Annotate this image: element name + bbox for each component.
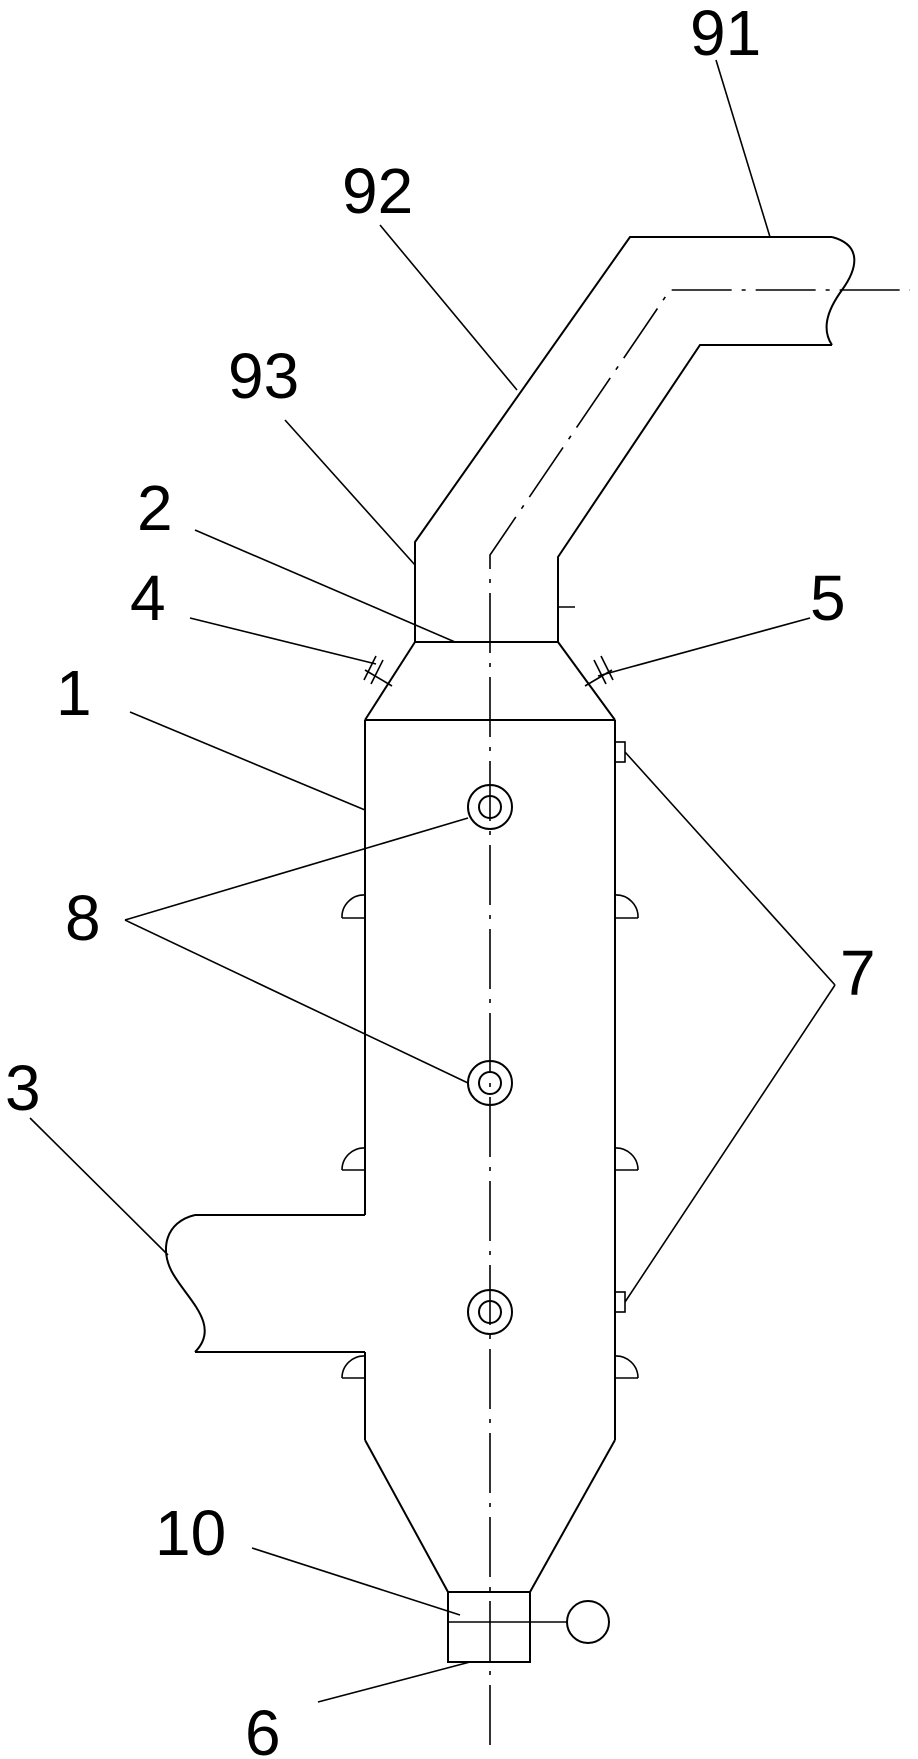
label-5: 5 [810,562,846,634]
labels: 91 92 93 2 4 5 1 8 7 3 10 6 [5,0,876,1759]
bottom-cone [364,1439,616,1593]
side-port-upper [614,741,626,763]
label-2: 2 [137,472,173,544]
side-port-lower [614,1291,626,1313]
label-92: 92 [342,155,413,227]
support-lugs [341,894,639,1379]
inlet-pipe [165,1214,365,1353]
sight-port-1 [467,784,513,830]
center-line [489,289,910,1745]
label-7: 7 [840,937,876,1009]
nozzle-4 [363,655,393,687]
outlet-pipe [414,236,856,642]
label-91: 91 [690,0,761,69]
nozzle-5 [584,655,614,687]
bottom-valve [447,1591,610,1663]
main-vessel [364,719,616,1440]
label-93: 93 [228,340,299,412]
label-4: 4 [130,562,166,634]
label-10: 10 [155,1497,226,1569]
label-6: 6 [245,1697,281,1759]
label-1: 1 [56,657,92,729]
label-8: 8 [65,882,101,954]
leader-lines [29,59,836,1703]
top-cone [364,641,616,721]
sight-port-3 [467,1289,513,1335]
label-3: 3 [5,1052,41,1124]
